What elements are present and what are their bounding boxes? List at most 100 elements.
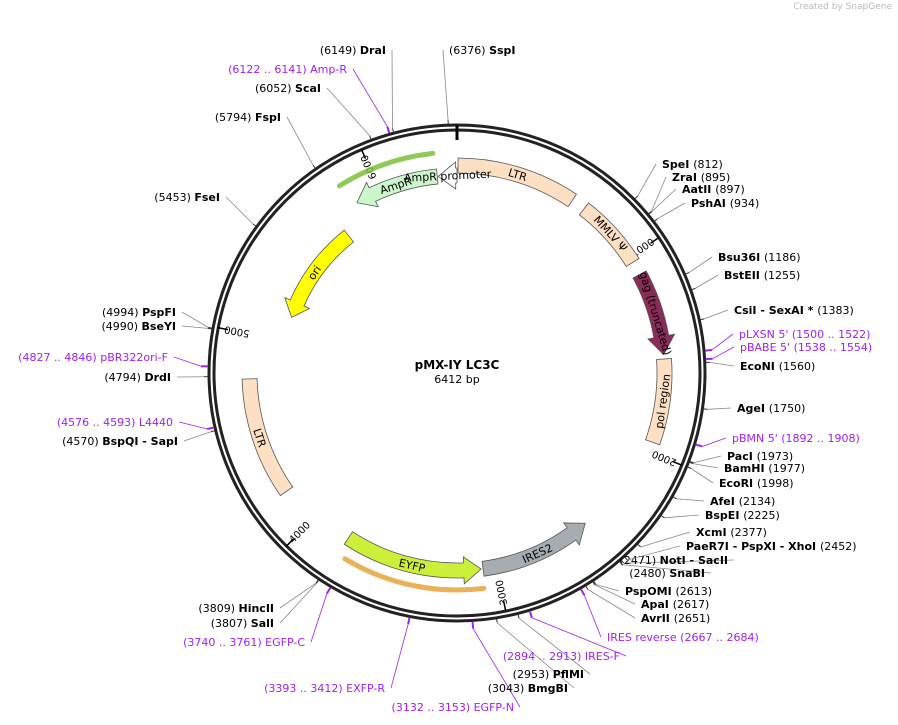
feature-ltr[interactable] <box>457 157 577 208</box>
site-leader <box>657 202 686 220</box>
site-label-avrii[interactable]: AvrII (2651) <box>641 612 710 625</box>
site-name: EXFP-R <box>346 682 385 695</box>
site-label-bseyi[interactable]: (4990) BseYI <box>101 320 176 333</box>
site-position: (3809) <box>198 602 238 615</box>
site-label-bspqi-sapi[interactable]: (4570) BspQI - SapI <box>62 435 178 448</box>
feature-label: AmpR promoter <box>404 168 492 185</box>
site-label-pspomi[interactable]: PspOMI (2613) <box>625 585 712 598</box>
site-label-scai[interactable]: (6052) ScaI <box>255 82 321 95</box>
site-label-pflmi[interactable]: (2953) PflMI <box>513 668 584 681</box>
site-label-amp-r[interactable]: (6122 .. 6141) Amp-R <box>228 63 347 76</box>
site-label-pbmn-5-[interactable]: pBMN 5' (1892 .. 1908) <box>732 432 860 445</box>
site-label-paci[interactable]: PacI (1973) <box>727 450 793 463</box>
site-label-pspfi[interactable]: (4994) PspFI <box>102 306 176 319</box>
site-leader <box>583 594 602 638</box>
site-label-spei[interactable]: SpeI (812) <box>662 158 723 171</box>
feature-ltr[interactable] <box>241 378 294 497</box>
site-position: (4794) <box>104 371 144 384</box>
site-label-pbabe-5-[interactable]: pBABE 5' (1538 .. 1554) <box>740 341 872 354</box>
feature-ires2[interactable] <box>481 522 586 577</box>
site-position: (2452) <box>820 540 857 553</box>
site-leader <box>627 545 681 561</box>
feature-label: LTR <box>250 427 268 449</box>
site-leader <box>707 407 732 410</box>
site-label-fspi[interactable]: (5794) FspI <box>215 111 281 124</box>
site-leader <box>712 346 735 360</box>
site-label-drai[interactable]: (6149) DraI <box>320 44 386 57</box>
tick-mark <box>360 149 367 160</box>
site-leader <box>595 584 620 592</box>
site-leader <box>688 256 713 273</box>
site-name: DrdI <box>144 371 171 384</box>
site-name: AfeI <box>710 495 739 508</box>
site-label-apai[interactable]: ApaI (2617) <box>641 598 709 611</box>
site-label-fsei[interactable]: (5453) FseI <box>154 191 220 204</box>
site-marker <box>700 318 705 321</box>
site-label-plxsn-5-[interactable]: pLXSN 5' (1500 .. 1522) <box>739 328 870 341</box>
site-label-hincii[interactable]: (3809) HincII <box>198 602 274 615</box>
site-label-zrai[interactable]: ZraI (895) <box>672 171 730 184</box>
site-position: (1998) <box>757 477 794 490</box>
feature-ampr-promoter[interactable] <box>437 161 458 190</box>
site-label-bamhi[interactable]: BamHI (1977) <box>724 462 805 475</box>
site-label-noti-sacii[interactable]: (2471) NotI - SacII <box>620 554 728 567</box>
site-marker <box>210 430 215 433</box>
site-label-l4440[interactable]: (4576 .. 4593) L4440 <box>57 416 173 429</box>
site-label-snabi[interactable]: (2480) SnaBI <box>629 567 705 580</box>
tick-label: 2000 <box>651 448 679 468</box>
site-label-sali[interactable]: (3807) SalI <box>211 617 274 630</box>
site-name: DraI <box>360 44 386 57</box>
site-name: pLXSN 5' <box>739 328 792 341</box>
site-label-bsteii[interactable]: BstEII (1255) <box>724 269 800 282</box>
site-name: BamHI <box>724 462 768 475</box>
feature-mmlv-[interactable] <box>578 202 640 268</box>
site-label-pshai[interactable]: PshAI (934) <box>691 197 759 210</box>
site-label-pbr322ori-f[interactable]: (4827 .. 4846) pBR322ori-F <box>18 351 168 364</box>
site-label-csii-sexai-[interactable]: CsiI - SexAI * (1383) <box>734 304 854 317</box>
site-label-bspei[interactable]: BspEI (2225) <box>705 509 780 522</box>
site-label-ires-reverse[interactable]: IRES reverse (2667 .. 2684) <box>607 631 759 644</box>
site-position: (4570) <box>62 435 102 448</box>
site-label-drdi[interactable]: (4794) DrdI <box>104 371 171 384</box>
site-label-aatii[interactable]: AatII (897) <box>682 183 745 196</box>
site-label-econi[interactable]: EcoNI (1560) <box>740 360 815 373</box>
site-position: (1560) <box>779 360 816 373</box>
site-label-afei[interactable]: AfeI (2134) <box>710 495 775 508</box>
site-position: (3132 .. 3153) <box>392 701 474 714</box>
site-name: EGFP-C <box>265 636 305 649</box>
site-leader <box>225 196 254 225</box>
feature-ori[interactable] <box>284 229 355 318</box>
site-name: pBABE 5' <box>740 341 794 354</box>
site-name: SspI <box>489 44 515 57</box>
site-label-bsu36i[interactable]: Bsu36I (1186) <box>718 251 801 264</box>
site-leader <box>676 498 705 502</box>
site-position: (1383) <box>817 304 854 317</box>
site-position: (2894 .. 2913) <box>503 650 585 663</box>
site-leader <box>637 163 657 197</box>
feature-pol-region[interactable] <box>645 358 673 446</box>
site-position: (6376) <box>449 44 489 57</box>
site-label-exfp-r[interactable]: (3393 .. 3412) EXFP-R <box>264 682 385 695</box>
plasmid-name: pMX-IY LC3C <box>415 358 500 372</box>
site-label-sspi[interactable]: (6376) SspI <box>449 44 516 57</box>
site-marker <box>252 223 257 227</box>
site-label-xcmi[interactable]: XcmI (2377) <box>696 526 767 539</box>
site-marker <box>637 543 641 548</box>
site-name: AgeI <box>737 402 769 415</box>
site-name: EGFP-N <box>474 701 514 714</box>
site-name: Amp-R <box>310 63 347 76</box>
site-label-ires-f[interactable]: (2894 .. 2913) IRES-F <box>503 650 620 663</box>
feature-gag-truncated-[interactable] <box>632 270 676 356</box>
site-label-agei[interactable]: AgeI (1750) <box>737 402 805 415</box>
site-leader <box>391 49 393 129</box>
site-label-ecori[interactable]: EcoRI (1998) <box>719 477 794 490</box>
site-name: PacI <box>727 450 757 463</box>
site-marker <box>326 586 332 594</box>
site-label-paer7i-pspxi-xhoi[interactable]: PaeR7I - PspXI - XhoI (2452) <box>686 540 857 553</box>
site-label-egfp-c[interactable]: (3740 .. 3761) EGFP-C <box>183 636 305 649</box>
feature-ampr[interactable] <box>356 168 439 208</box>
site-label-egfp-n[interactable]: (3132 .. 3153) EGFP-N <box>392 701 514 714</box>
feature-eyfp[interactable] <box>343 531 482 585</box>
site-label-bmgbi[interactable]: (3043) BmgBI <box>488 682 568 695</box>
site-position: (1973) <box>757 450 794 463</box>
